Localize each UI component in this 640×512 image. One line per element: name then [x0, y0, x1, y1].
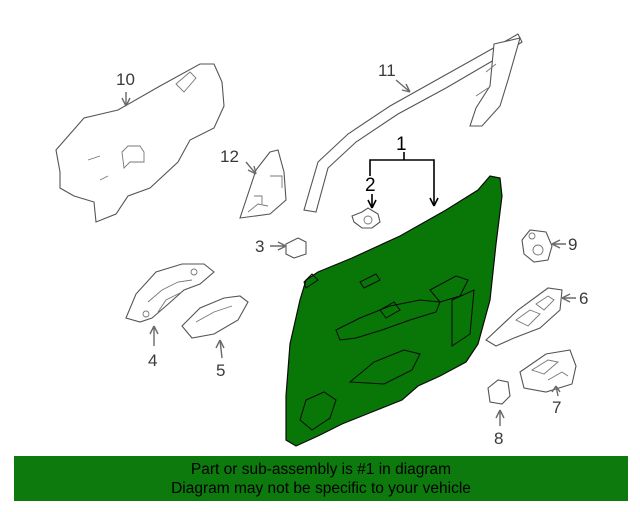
part-4-inside-handle[interactable] — [125, 263, 215, 323]
part-3-fastener[interactable] — [285, 237, 307, 259]
part-2-clip[interactable] — [351, 207, 381, 229]
part-5-handle-bezel[interactable] — [181, 295, 249, 339]
part-7-window-switch[interactable] — [519, 349, 577, 393]
part-10-watershield[interactable] — [55, 63, 225, 223]
part-12-mirror-cover[interactable] — [239, 149, 287, 219]
leader-lines — [121, 79, 576, 426]
callout-9: 9 — [568, 235, 577, 254]
callout-6: 6 — [579, 289, 588, 308]
callout-2: 2 — [365, 175, 376, 196]
callout-1: 1 — [396, 134, 407, 155]
callout-8: 8 — [494, 429, 503, 448]
banner-line-2: Diagram may not be specific to your vehi… — [171, 480, 471, 497]
callout-10: 10 — [116, 70, 135, 89]
part-6-switch-bezel[interactable] — [485, 287, 563, 347]
part-11-window-channel[interactable] — [303, 33, 523, 213]
callout-7: 7 — [552, 398, 561, 417]
callout-11: 11 — [378, 61, 396, 80]
callout-5: 5 — [216, 361, 225, 380]
part-1-door-trim-panel[interactable] — [285, 175, 503, 447]
disclaimer-banner: Part or sub-assembly is #1 in diagram Di… — [14, 456, 628, 501]
banner-line-1: Part or sub-assembly is #1 in diagram — [190, 461, 452, 478]
callout-3: 3 — [255, 237, 264, 256]
callout-12: 12 — [220, 147, 239, 166]
part-9-mirror-switch[interactable] — [521, 229, 553, 263]
callout-4: 4 — [148, 351, 157, 370]
callout-numbers: 1 2 3 4 5 6 7 8 9 10 11 12 — [116, 61, 588, 448]
part-8-small-switch[interactable] — [487, 379, 511, 405]
